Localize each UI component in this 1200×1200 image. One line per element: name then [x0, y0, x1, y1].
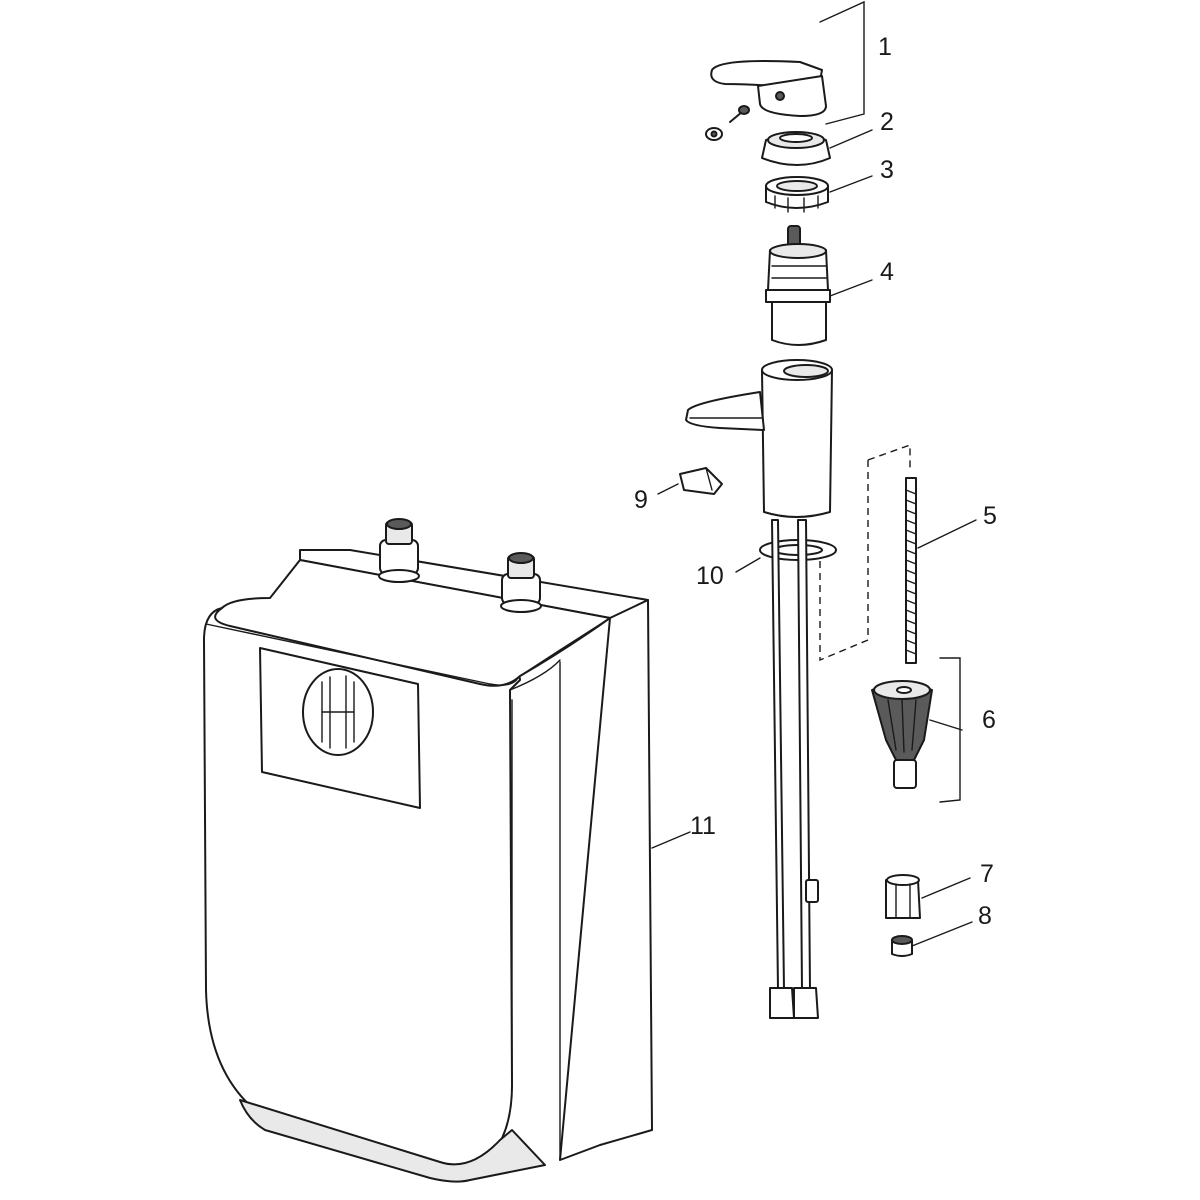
callout-5: 5	[983, 502, 997, 530]
callout-10: 10	[696, 562, 724, 590]
reducer	[891, 935, 913, 957]
callout-labels: 1 2 3 4 5 6 7 8 9 10 11	[634, 33, 997, 930]
cartridge	[765, 225, 831, 346]
callout-8: 8	[978, 902, 992, 930]
callout-2: 2	[880, 108, 894, 136]
callout-7: 7	[980, 860, 994, 888]
callout-1: 1	[878, 33, 892, 61]
callout-4: 4	[880, 258, 894, 286]
heater-inlet-connectors	[378, 518, 542, 613]
threaded-rod	[819, 444, 917, 664]
temperature-knob-icon	[302, 668, 374, 756]
aerator	[679, 467, 723, 495]
cover-cap	[761, 131, 831, 166]
mounting-set	[871, 680, 933, 789]
retaining-nut	[765, 176, 829, 213]
adapter-nut	[885, 874, 921, 919]
faucet-body	[685, 359, 833, 518]
callout-9: 9	[634, 486, 648, 514]
callout-3: 3	[880, 156, 894, 184]
supply-hoses	[769, 519, 819, 1019]
leader-lines	[651, 0, 977, 947]
lever-handle	[705, 60, 827, 141]
water-heater	[203, 518, 653, 1183]
callout-11: 11	[690, 812, 716, 840]
callout-6: 6	[982, 706, 996, 734]
